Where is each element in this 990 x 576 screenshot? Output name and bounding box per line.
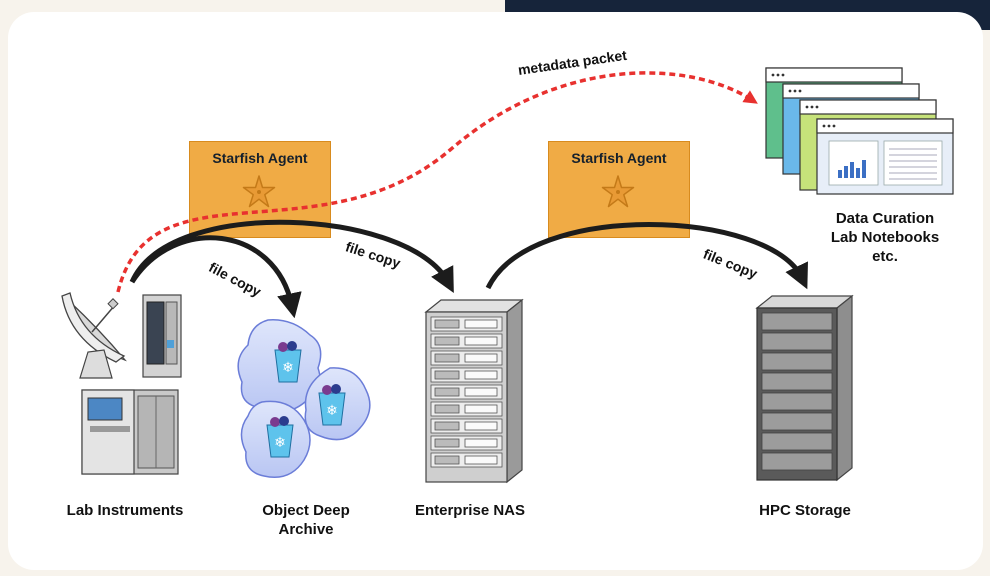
starfish-icon xyxy=(601,175,635,208)
svg-text:❄: ❄ xyxy=(274,435,286,451)
data-curation-line-3: etc. xyxy=(872,248,898,265)
enterprise-nas-label: Enterprise NAS xyxy=(414,502,526,519)
object-archive-label: Object Deep Archive xyxy=(262,502,350,538)
starfish-agent-label: Starfish Agent xyxy=(212,150,308,166)
data-curation-line-1: Data Curation xyxy=(835,210,935,227)
data-curation-line-2: Lab Notebooks xyxy=(830,229,940,246)
starfish-agent-label: Starfish Agent xyxy=(571,150,667,166)
app-window-4 xyxy=(816,118,954,195)
metadata-packet-arrow xyxy=(116,71,758,293)
file-copy-arrow-hpc xyxy=(485,222,808,290)
lab-analyzer-icon xyxy=(81,389,179,475)
starfish-agent-box-2: Starfish Agent xyxy=(548,141,690,238)
data-curation-label: Data Curation Lab Notebooks etc. xyxy=(800,209,970,266)
sequencer-cabinet-icon xyxy=(142,294,182,378)
starfish-icon xyxy=(242,175,276,208)
hpc-storage-label: HPC Storage xyxy=(759,502,851,519)
data-curation-windows xyxy=(765,67,954,195)
lab-instruments-label: Lab Instruments xyxy=(66,502,184,519)
svg-text:❄: ❄ xyxy=(326,403,338,419)
satellite-dish-icon xyxy=(61,292,127,379)
nas-server-icon xyxy=(424,298,524,484)
file-copy-arrow-nas xyxy=(129,219,454,294)
hpc-storage-icon xyxy=(755,294,854,482)
svg-text:❄: ❄ xyxy=(282,360,294,376)
object-archive-icon: ❄ ❄ ❄ xyxy=(237,319,371,478)
